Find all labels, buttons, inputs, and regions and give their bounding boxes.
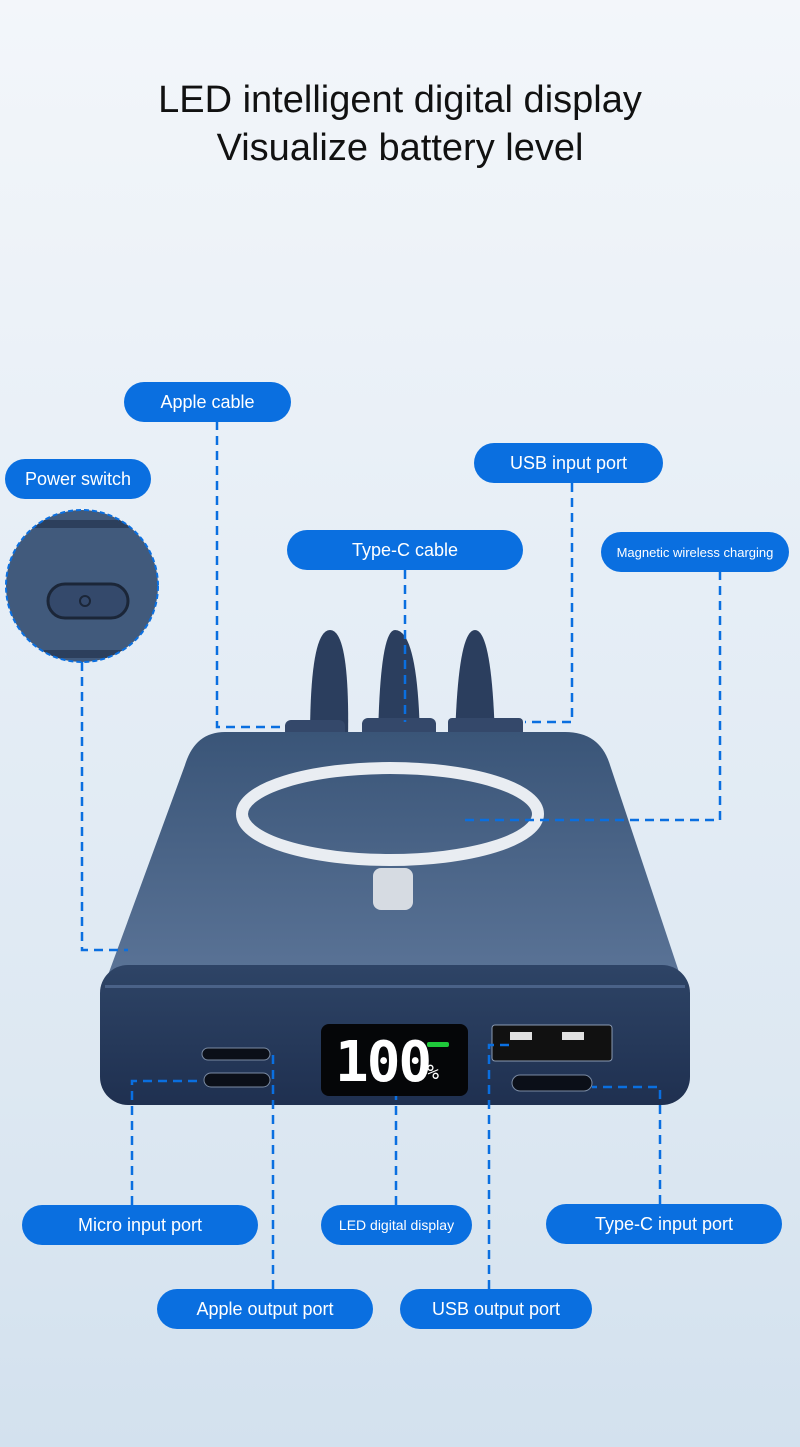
leader-lines <box>80 421 722 1289</box>
wireless-indicator-icon <box>427 1042 449 1047</box>
led-display: 100 % <box>321 1024 468 1096</box>
cable-straps <box>310 630 495 740</box>
label-type-c-cable: Type-C cable <box>287 530 523 570</box>
headline-line1: LED intelligent digital display <box>158 79 642 121</box>
micro-port <box>201 1047 271 1061</box>
label-magnetic-wireless-charging: Magnetic wireless charging <box>601 532 789 572</box>
battery-level-value: 100 <box>335 1030 432 1095</box>
power-button <box>46 582 130 620</box>
label-micro-input-port: Micro input port <box>22 1205 258 1245</box>
label-apple-cable: Apple cable <box>124 382 291 422</box>
label-power-switch: Power switch <box>5 459 151 499</box>
label-apple-output-port: Apple output port <box>157 1289 373 1329</box>
apple-port <box>203 1072 271 1088</box>
usb-port <box>491 1024 613 1062</box>
battery-level-unit: % <box>427 1060 440 1084</box>
label-usb-input-port: USB input port <box>474 443 663 483</box>
label-usb-output-port: USB output port <box>400 1289 592 1329</box>
label-led-digital-display: LED digital display <box>321 1205 472 1245</box>
type-c-port <box>511 1074 593 1092</box>
label-type-c-input-port: Type-C input port <box>546 1204 782 1244</box>
magnetic-ring <box>236 762 544 866</box>
headline-line2: Visualize battery level <box>216 127 584 169</box>
